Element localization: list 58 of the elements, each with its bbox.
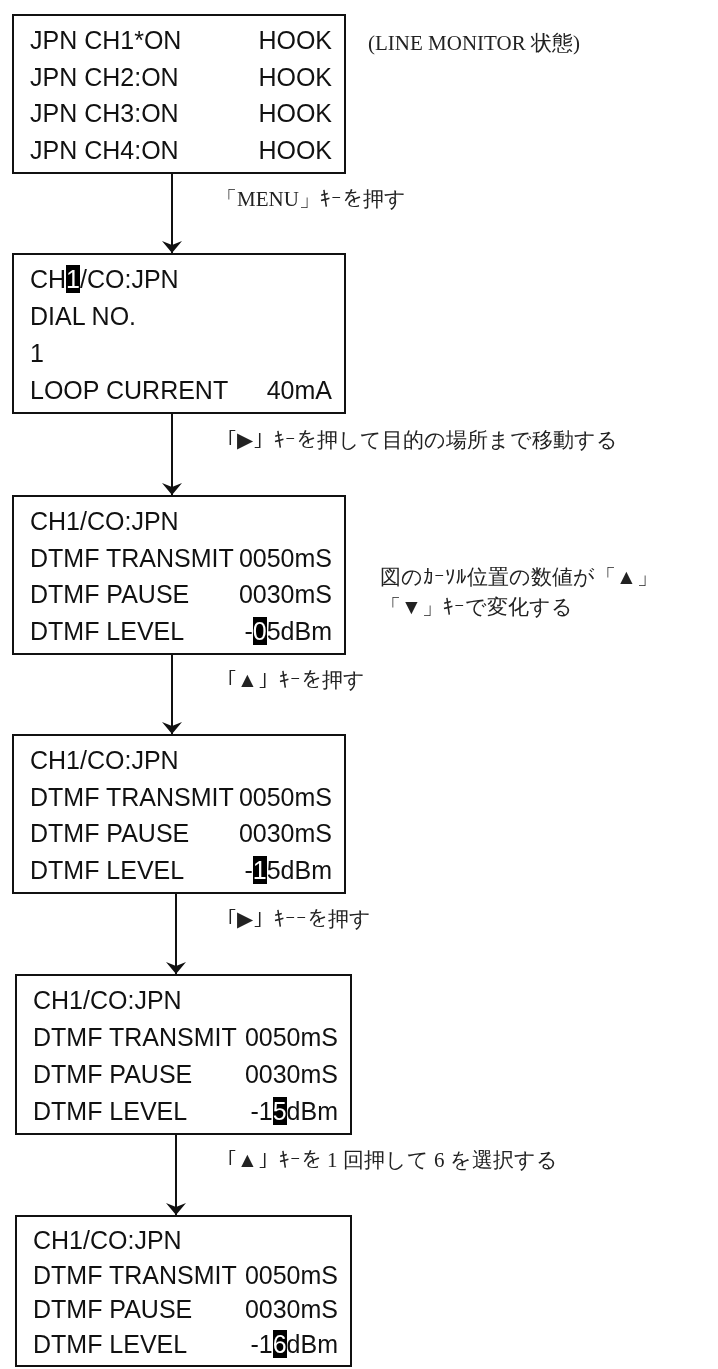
setting-value: HOOK — [257, 98, 332, 129]
edge-label: 「MENU」ｷｰを押す — [216, 185, 406, 213]
setting-value: 0030mS — [238, 818, 332, 849]
display-line: CH1/CO:JPN — [33, 985, 182, 1016]
setting-label: DTMF TRANSMIT — [30, 542, 234, 573]
setting-value: 0030mS — [244, 1294, 338, 1325]
setting-value: -15dBm — [250, 1095, 338, 1126]
setting-label: LOOP CURRENT — [30, 374, 229, 405]
setting-value: HOOK — [257, 25, 332, 56]
lcd-screen — [15, 974, 352, 1135]
edge-label: 「▶」ｷｰｰを押す — [216, 906, 372, 933]
lcd-screen — [12, 14, 346, 174]
display-line: CH1/CO:JPN — [30, 745, 179, 776]
setting-value: HOOK — [257, 134, 332, 165]
display-line: CH1/CO:JPN — [30, 506, 179, 537]
display-line: 1 — [30, 337, 44, 368]
setting-value: 0050mS — [244, 1259, 338, 1290]
setting-value: 0050mS — [238, 781, 332, 812]
setting-value: 0050mS — [238, 542, 332, 573]
setting-label: DTMF TRANSMIT — [33, 1259, 237, 1290]
setting-value: 0030mS — [238, 579, 332, 610]
setting-label: DTMF TRANSMIT — [33, 1022, 237, 1053]
setting-value: 0050mS — [244, 1022, 338, 1053]
setting-label: DTMF LEVEL — [33, 1328, 188, 1359]
setting-value: 0030mS — [244, 1058, 338, 1089]
arrow — [162, 173, 182, 254]
setting-label: JPN CH3:ON — [30, 98, 179, 129]
setting-label: JPN CH4:ON — [30, 134, 179, 165]
setting-label: DTMF PAUSE — [30, 818, 190, 849]
display-line: CH1/CO:JPN — [33, 1225, 182, 1256]
annotation-text: (LINE MONITOR 状態) — [368, 30, 581, 57]
setting-label: JPN CH2:ON — [30, 61, 179, 92]
arrow — [162, 413, 182, 496]
setting-value: 40mA — [266, 374, 332, 405]
arrow — [166, 1134, 186, 1216]
edge-label: 「▶」ｷｰを押して目的の場所まで移動する — [216, 426, 619, 454]
lcd-screen — [15, 1215, 352, 1367]
setting-value: -15dBm — [244, 854, 332, 885]
edge-label: 「▲」ｷｰを押す — [216, 666, 365, 694]
arrow — [162, 654, 182, 735]
lcd-screen — [12, 495, 346, 655]
setting-label: DTMF LEVEL — [33, 1095, 188, 1126]
lcd-screen — [12, 253, 346, 414]
lcd-screen — [12, 734, 346, 894]
annotation-text: 図のｶｰｿﾙ位置の数値が「▲」「▼」ｷｰで変化する — [380, 564, 659, 622]
setting-label: DTMF LEVEL — [30, 854, 185, 885]
setting-label: DTMF PAUSE — [33, 1058, 193, 1089]
setting-label: DTMF PAUSE — [33, 1294, 193, 1325]
setting-label: DTMF TRANSMIT — [30, 781, 234, 812]
setting-label: DTMF LEVEL — [30, 615, 185, 646]
arrow — [166, 893, 186, 975]
setting-value: -16dBm — [250, 1328, 338, 1359]
display-line: DIAL NO. — [30, 301, 137, 332]
setting-label: DTMF PAUSE — [30, 579, 190, 610]
setting-value: -05dBm — [244, 615, 332, 646]
edge-label: 「▲」ｷｰを 1 回押して 6 を選択する — [216, 1147, 558, 1174]
setting-label: JPN CH1*ON — [30, 25, 182, 56]
setting-value: HOOK — [257, 61, 332, 92]
